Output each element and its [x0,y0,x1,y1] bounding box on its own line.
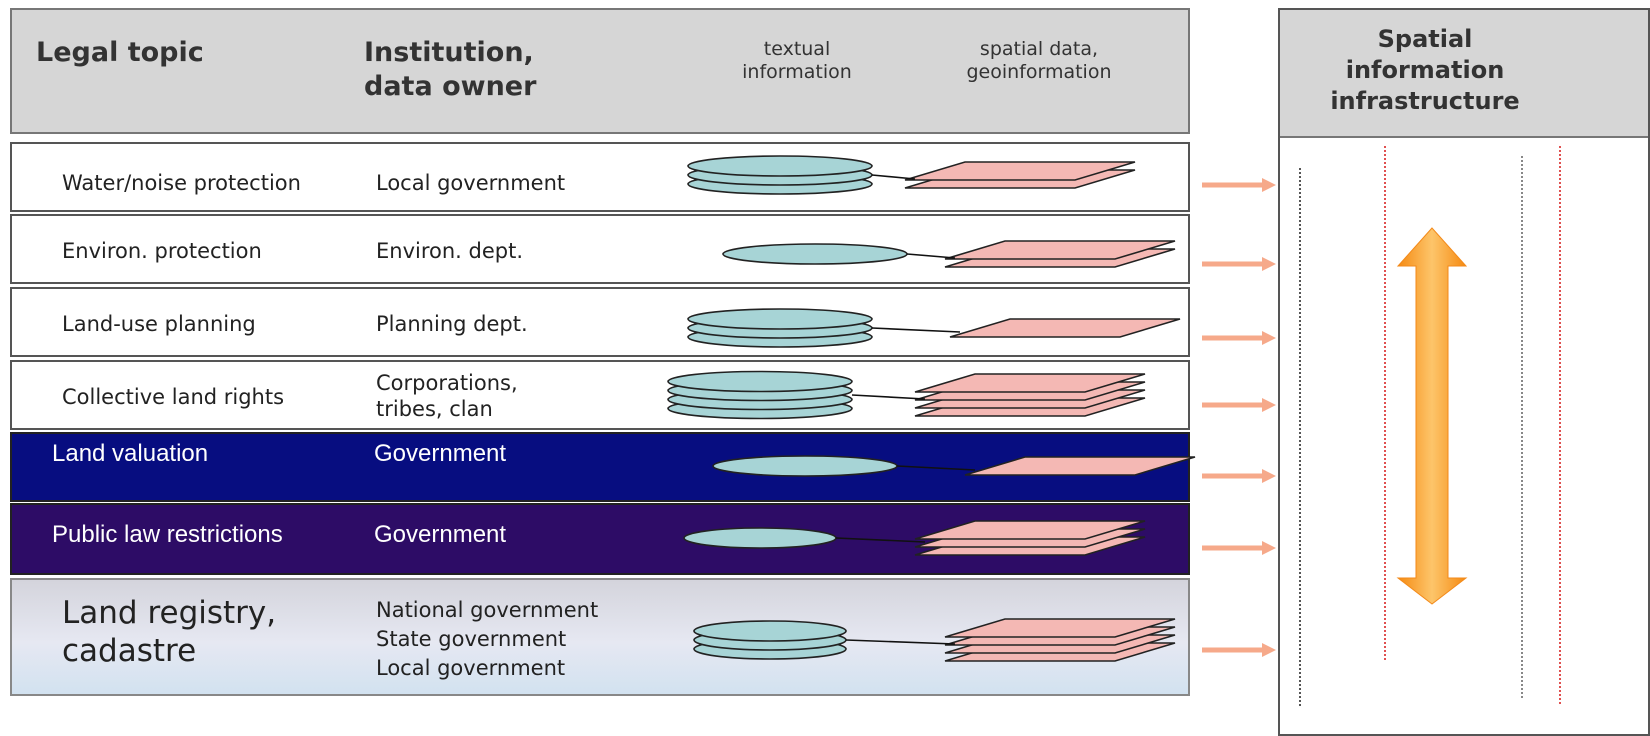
small-arrow-icon [1262,331,1276,345]
row-institution: Government [374,440,507,467]
map-sheet-icon [914,373,1146,393]
disk-icon [687,155,873,177]
map-sheet-icon [964,456,1196,476]
sdi-dotted-lines [1299,146,1561,706]
map-sheet-icon [949,318,1181,338]
disk-icon [712,455,898,477]
map-sheet-icon [944,240,1176,260]
disk-icon [667,370,853,393]
row-land-use-planning: Land-use planning Planning dept. [10,287,1190,357]
header-institution: Institution, data owner [364,37,537,102]
sdi-title: Spatial information infrastructure [1330,25,1520,115]
connector-line [871,327,961,333]
disk-icon [687,308,873,330]
row-topic: Land valuation [52,440,209,467]
row-topic: Land-use planning [62,312,256,336]
header-textual-information: textual information [742,38,852,83]
textual-information-disks [667,155,908,660]
map-sheet-icon [904,161,1136,181]
connector-line [845,639,956,645]
header-spatial-data: spatial data, geoinformation [966,38,1112,83]
small-arrow-icon [1262,178,1276,192]
row-institution: Government [374,521,507,548]
row-topic: Land registry, cadastre [62,595,277,669]
connector-line [835,537,926,543]
map-sheet-icon [914,520,1146,540]
row-topic: Water/noise protection [62,171,301,195]
small-arrow-icon [1262,541,1276,555]
table-header: Legal topic Institution, data owner text… [10,8,1190,134]
small-arrow-icon [1262,469,1276,483]
small-arrow-icon [1262,398,1276,412]
connector-line [896,465,976,471]
spatial-information-infrastructure-panel: Spatial information infrastructure [1278,8,1650,736]
disk-icon [693,620,847,642]
row-institution: National government State government Loc… [376,598,599,680]
row-topic: Environ. protection [62,239,262,263]
header-legal-topic: Legal topic [36,37,204,68]
disk-sheet-connectors [835,174,976,645]
row-institution: Local government [376,171,566,195]
connector-line [871,174,916,180]
connector-line [906,253,956,259]
row-institution: Planning dept. [376,312,528,336]
double-headed-arrow-icon [1396,227,1468,605]
disk-icon [683,527,837,549]
row-to-sdi-arrows [1202,178,1276,657]
disk-icon [722,243,908,265]
row-institution: Environ. dept. [376,239,524,263]
map-sheet-icon [944,618,1176,638]
row-topic: Collective land rights [62,385,285,409]
sdi-header: Spatial information infrastructure [1280,10,1648,138]
connector-line [851,394,926,400]
small-arrow-icon [1262,643,1276,657]
small-arrow-icon [1262,257,1276,271]
row-institution: Corporations, tribes, clan [376,371,518,421]
row-topic: Public law restrictions [52,521,283,548]
spatial-data-sheets [904,161,1196,662]
